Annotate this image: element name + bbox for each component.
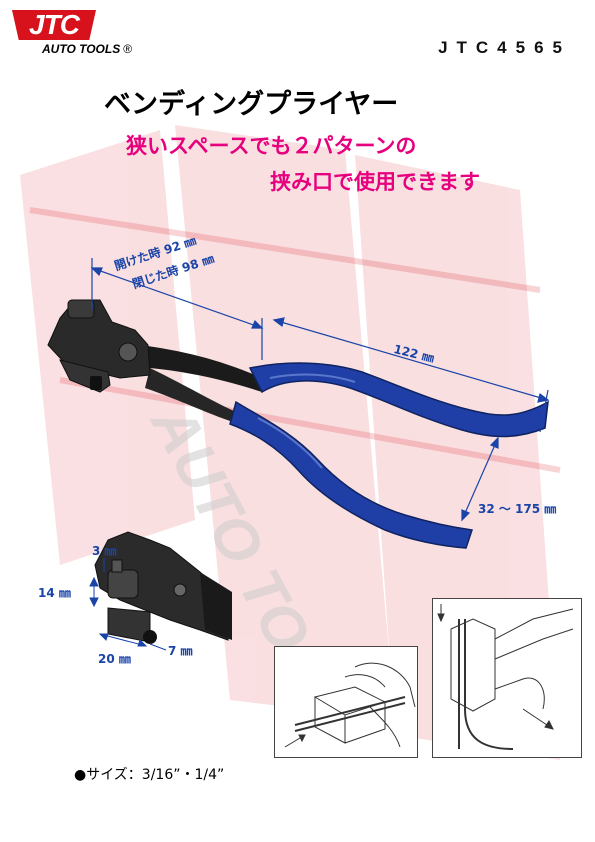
logo-registered: ® <box>123 42 133 56</box>
dimension-line-spread <box>461 437 499 521</box>
brand-logo: JTC AUTO TOOLS® <box>8 8 138 56</box>
page-title: ベンディングプライヤー <box>104 89 399 120</box>
jaw-width-label: 20 ㎜ <box>98 652 131 666</box>
logo-mark: JTC <box>12 10 96 40</box>
logo-subtitle: AUTO TOOLS® <box>42 42 132 56</box>
logo-subtitle-text: AUTO TOOLS <box>42 42 121 56</box>
usage-drawing-1 <box>284 662 416 748</box>
jaw-hole-label: 7 ㎜ <box>168 644 193 658</box>
jaw-tip <box>90 376 102 390</box>
upper-blue-grip <box>248 362 549 438</box>
usage-drawing-2 <box>437 604 574 750</box>
jaw-upper <box>67 299 95 319</box>
closeup-jaw <box>107 569 139 599</box>
jaw-height-label: 14 ㎜ <box>38 586 71 600</box>
dimension-line-handle <box>273 319 549 401</box>
usage-figure-2 <box>432 598 582 758</box>
pivot-rivet <box>118 342 138 362</box>
model-number: JTC4565 <box>438 38 571 57</box>
usage-figure-1 <box>274 646 418 758</box>
dimension-line-open <box>91 267 263 329</box>
lower-metal-handle <box>145 368 242 425</box>
closeup-head <box>94 531 231 641</box>
size-spec: ●サイズ：3/16”・1/4” <box>74 767 225 783</box>
handle-spread-label: 32 ～ 175 ㎜ <box>478 502 557 516</box>
jaw-gap-label: 3 ㎜ <box>92 544 117 558</box>
subtitle-line-2: 挟み口で使用できます <box>270 170 480 194</box>
subtitle-line-1: 狭いスペースでも２パターンの <box>126 134 417 158</box>
extension-line-right <box>539 389 549 433</box>
closeup-hole <box>143 630 157 644</box>
upper-metal-handle <box>140 345 262 392</box>
